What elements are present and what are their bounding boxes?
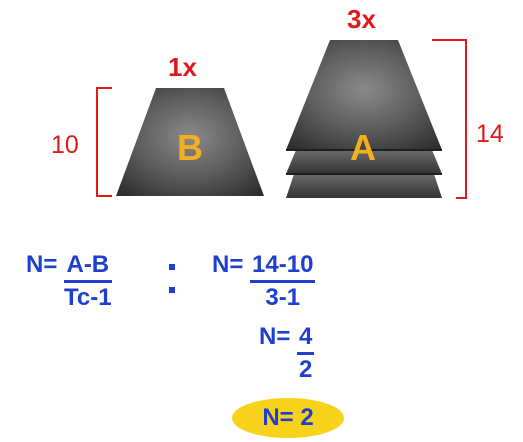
formula-general-fraction: A-B Tc-1 (64, 253, 112, 310)
letter-b: B (177, 127, 203, 168)
formula-simplified-prefix: N= (259, 325, 290, 349)
formula-simplified-denominator: 2 (297, 358, 314, 382)
fraction-bar (297, 352, 314, 355)
letter-a: A (350, 127, 376, 168)
result-text: N= 2 (232, 398, 344, 438)
formula-general: N= A-B Tc-1 (26, 253, 112, 310)
formula-general-denominator: Tc-1 (64, 286, 112, 310)
formula-simplified-numerator: 4 (297, 325, 314, 349)
formula-substituted-numerator: 14-10 (250, 253, 315, 277)
fraction-bar (250, 280, 315, 283)
colon-dot-bottom (169, 287, 175, 293)
formula-substituted-fraction: 14-10 3-1 (250, 253, 315, 310)
multiplier-a-label: 3x (347, 4, 376, 34)
height-a-label: 14 (476, 120, 504, 148)
bracket-b-height (97, 88, 112, 196)
formula-substituted-prefix: N= (212, 253, 243, 277)
trapezoid-stack-a (286, 40, 442, 198)
formula-general-prefix: N= (26, 253, 57, 277)
formula-substituted-denominator: 3-1 (250, 286, 315, 310)
formula-simplified-fraction: 4 2 (297, 325, 314, 382)
height-b-label: 10 (51, 131, 79, 159)
formula-simplified: N= 4 2 (259, 325, 314, 382)
multiplier-b-label: 1x (168, 52, 197, 82)
stack-a-layer-bottom (286, 174, 442, 198)
colon-dot-top (169, 264, 175, 270)
formula-general-numerator: A-B (64, 253, 112, 277)
formula-substituted: N= 14-10 3-1 (212, 253, 315, 310)
fraction-bar (64, 280, 112, 283)
